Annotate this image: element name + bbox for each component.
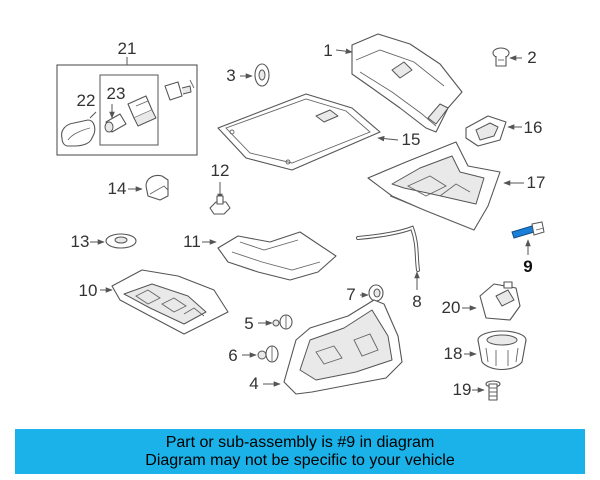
callout-1: 1 [323,41,332,60]
banner-line-1: Part or sub-assembly is #9 in diagram [165,433,435,451]
part-7: 7 [346,284,384,304]
parts-diagram: 21 23 22 1 [56,33,546,401]
callout-12: 12 [211,161,230,180]
callout-18: 18 [444,344,463,363]
callout-6: 6 [228,346,237,365]
callout-7: 7 [346,285,355,304]
part-group-21: 21 23 22 [56,39,198,156]
callout-8: 8 [412,292,421,311]
part-2: 2 [492,47,537,67]
part-13: 13 [71,232,137,251]
callout-22: 22 [77,91,96,110]
callout-3: 3 [226,66,235,85]
part-16: 16 [465,115,543,147]
banner-line-2: Diagram may not be specific to your vehi… [145,451,455,469]
info-banner: Part or sub-assembly is #9 in diagram Di… [15,429,585,474]
part-6: 6 [228,345,279,365]
lamp-lens [61,119,96,147]
bulb-part [164,79,195,101]
callout-20: 20 [442,298,461,317]
callout-10: 10 [79,281,98,300]
callout-19: 19 [453,380,472,399]
callout-23: 23 [107,84,126,103]
part-9-highlighted[interactable]: 9 [511,221,545,276]
part-11: 11 [183,231,337,281]
part-1: 1 [323,33,463,133]
leader-22 [89,111,97,119]
callout-17: 17 [527,173,546,192]
callout-16: 16 [524,118,543,137]
callout-2: 2 [527,48,536,67]
part-19: 19 [453,380,501,401]
part-12: 12 [209,161,231,215]
part-3: 3 [226,63,270,87]
part-17: 17 [367,141,546,231]
socket-part [104,95,157,133]
part-18: 18 [444,330,527,371]
callout-21: 21 [118,39,137,58]
callout-9: 9 [523,257,532,276]
part-10: 10 [79,269,229,335]
callout-4: 4 [249,374,258,393]
part-5: 5 [244,314,293,333]
callout-15: 15 [402,130,421,149]
part-14: 14 [108,174,169,201]
callout-11: 11 [183,232,201,251]
callout-14: 14 [108,179,127,198]
part-8: 8 [356,225,422,311]
part-15: 15 [217,93,421,171]
part-4: 4 [249,299,403,395]
part-20: 20 [442,281,521,321]
callout-13: 13 [71,232,90,251]
callout-5: 5 [244,314,253,333]
